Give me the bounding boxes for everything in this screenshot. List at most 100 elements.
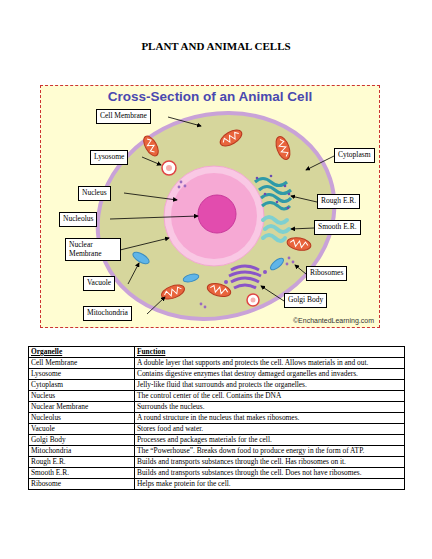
lysosome-core [251,298,256,303]
mitochondrion [286,236,312,252]
table-cell: Mitochondria [31,446,71,455]
table-cell-frame: Stores food and water. [135,423,405,434]
table-cell-frame: Golgi Body [29,434,135,445]
nucleolus-shape [198,195,236,233]
table-cell-frame: Function [135,347,405,358]
golgi-shape [231,278,259,282]
label-box: Vacuole [83,276,115,291]
ribosome-dot [292,261,295,264]
mitochondrion-outer [273,135,292,162]
mitochondrion [218,127,245,149]
table-cell: Vacuole [31,424,55,433]
label-box: Cytoplasm [334,148,375,163]
leader-line [128,263,139,284]
organelle-label: Lysosome [94,153,124,162]
ribosome-dot [270,175,273,178]
leader-line [142,157,161,165]
mitochondrion-cristae [277,139,289,158]
table-cell: Stores food and water. [137,424,203,433]
mitochondrion [141,134,162,159]
leader-line [295,265,306,274]
mitochondrion-cristae [222,131,241,145]
leader-line [291,196,317,202]
table-row: Vacuole Stores food and water. [29,423,405,434]
golgi-vesicle [224,280,228,284]
table-cell-frame: Helps make protein for the cell. [135,478,405,489]
leader-line [147,297,165,314]
table-cell-frame: Organelle [29,347,135,358]
mitochondrion-outer [160,282,187,301]
lysosome-shape [162,161,176,175]
ribosome-dot [200,303,203,306]
diagram-frame: Cross-Section of an Animal Cell©Enchante… [40,85,380,328]
table-row: Nucleus The control center of the cell. C… [29,390,405,401]
leader-line [120,238,169,250]
table-cell-frame: Mitochondria [29,445,135,456]
table-cell-frame: Vacuole [29,423,135,434]
mitochondrion [160,282,187,301]
leader-line [261,286,284,301]
ribosome-dot [287,207,290,210]
table-cell: Helps make protein for the cell. [137,479,231,488]
label-box: Nuclear Membrane [65,238,121,261]
label-box: Rough E.R. [317,194,360,209]
table-cell: Cytoplasm [31,380,63,389]
table-cell-frame: Smooth E.R. [29,467,135,478]
leader-line [306,156,334,170]
table-cell: Surrounds the nucleus. [137,402,205,411]
table-cell: Smooth E.R. [31,468,69,477]
table-cell: Nucleolus [31,413,61,422]
mitochondrion [273,135,292,162]
table-row: Ribosome Helps make protein for the cell. [29,478,405,489]
organelle-label: Cytoplasm [338,151,371,160]
table-cell-frame: Processes and packages materials for the… [135,434,405,445]
rough-er-shape [262,203,290,210]
label-box: Lysosome [90,150,128,165]
nuclear-membrane-shape [164,166,264,266]
table-cell: Lysosome [31,369,61,378]
table-row: Smooth E.R.Builds and transports substan… [29,467,405,478]
organelle-label: Ribosomes [310,269,343,278]
ribosome-dot [276,201,279,204]
table-cell-frame: Ribosome [29,478,135,489]
mitochondrion-cristae [144,138,157,154]
ribosome-dot [204,306,207,309]
mitochondrion-outer [286,236,312,252]
table-cell: A double layer that supports and protect… [137,358,368,367]
ribosome-dot [180,181,183,184]
table-cell: Nucleus [31,391,55,400]
lysosome-core [166,165,172,171]
organelle-label: Nuclear Membrane [69,241,117,258]
vacuole-shape [131,250,151,266]
table-cell: Contains digestive enzymes that destroy … [137,369,358,378]
leader-line [124,193,177,200]
mitochondrion-cristae [164,286,183,298]
table-cell-frame: Builds and transports substances through… [135,456,405,467]
table-cell-frame: Cytoplasm [29,379,135,390]
table-cell: Ribosome [31,479,61,488]
leader-line [110,216,198,219]
table-cell: Processes and packages materials for the… [137,435,272,444]
table-cell: Jelly-like fluid that surrounds and prot… [137,380,307,389]
nucleus-shape [171,173,257,259]
copyright-note: ©EnchantedLearning.com [293,317,374,324]
golgi-shape [231,266,259,270]
organelle-label: Vacuole [87,279,111,288]
organelle-label: Rough E.R. [321,197,356,206]
table-cell: Cell Membrane [31,358,77,367]
table-cell: The control center of the cell. Contains… [137,391,281,400]
table-row: Rough E.R.Builds and transports substanc… [29,456,405,467]
golgi-shape [229,272,261,276]
table-cell: Golgi Body [31,435,66,444]
label-box: Cell Membrane [96,109,151,124]
table-row: Cytoplasm Jelly-like fluid that surrounds… [29,379,405,390]
table-cell-frame: A round structure in the nucleus that ma… [135,412,405,423]
table-cell: A round structure in the nucleus that ma… [137,413,299,422]
lysosome-shape [247,294,259,306]
ribosome-dot [286,263,289,266]
ribosome-dot [178,186,181,189]
table-cell-frame: A double layer that supports and protect… [135,357,405,368]
table-cell-frame: Surrounds the nucleus. [135,401,405,412]
table-cell-frame: The “Powerhouse”. Breaks down food to pr… [135,445,405,456]
